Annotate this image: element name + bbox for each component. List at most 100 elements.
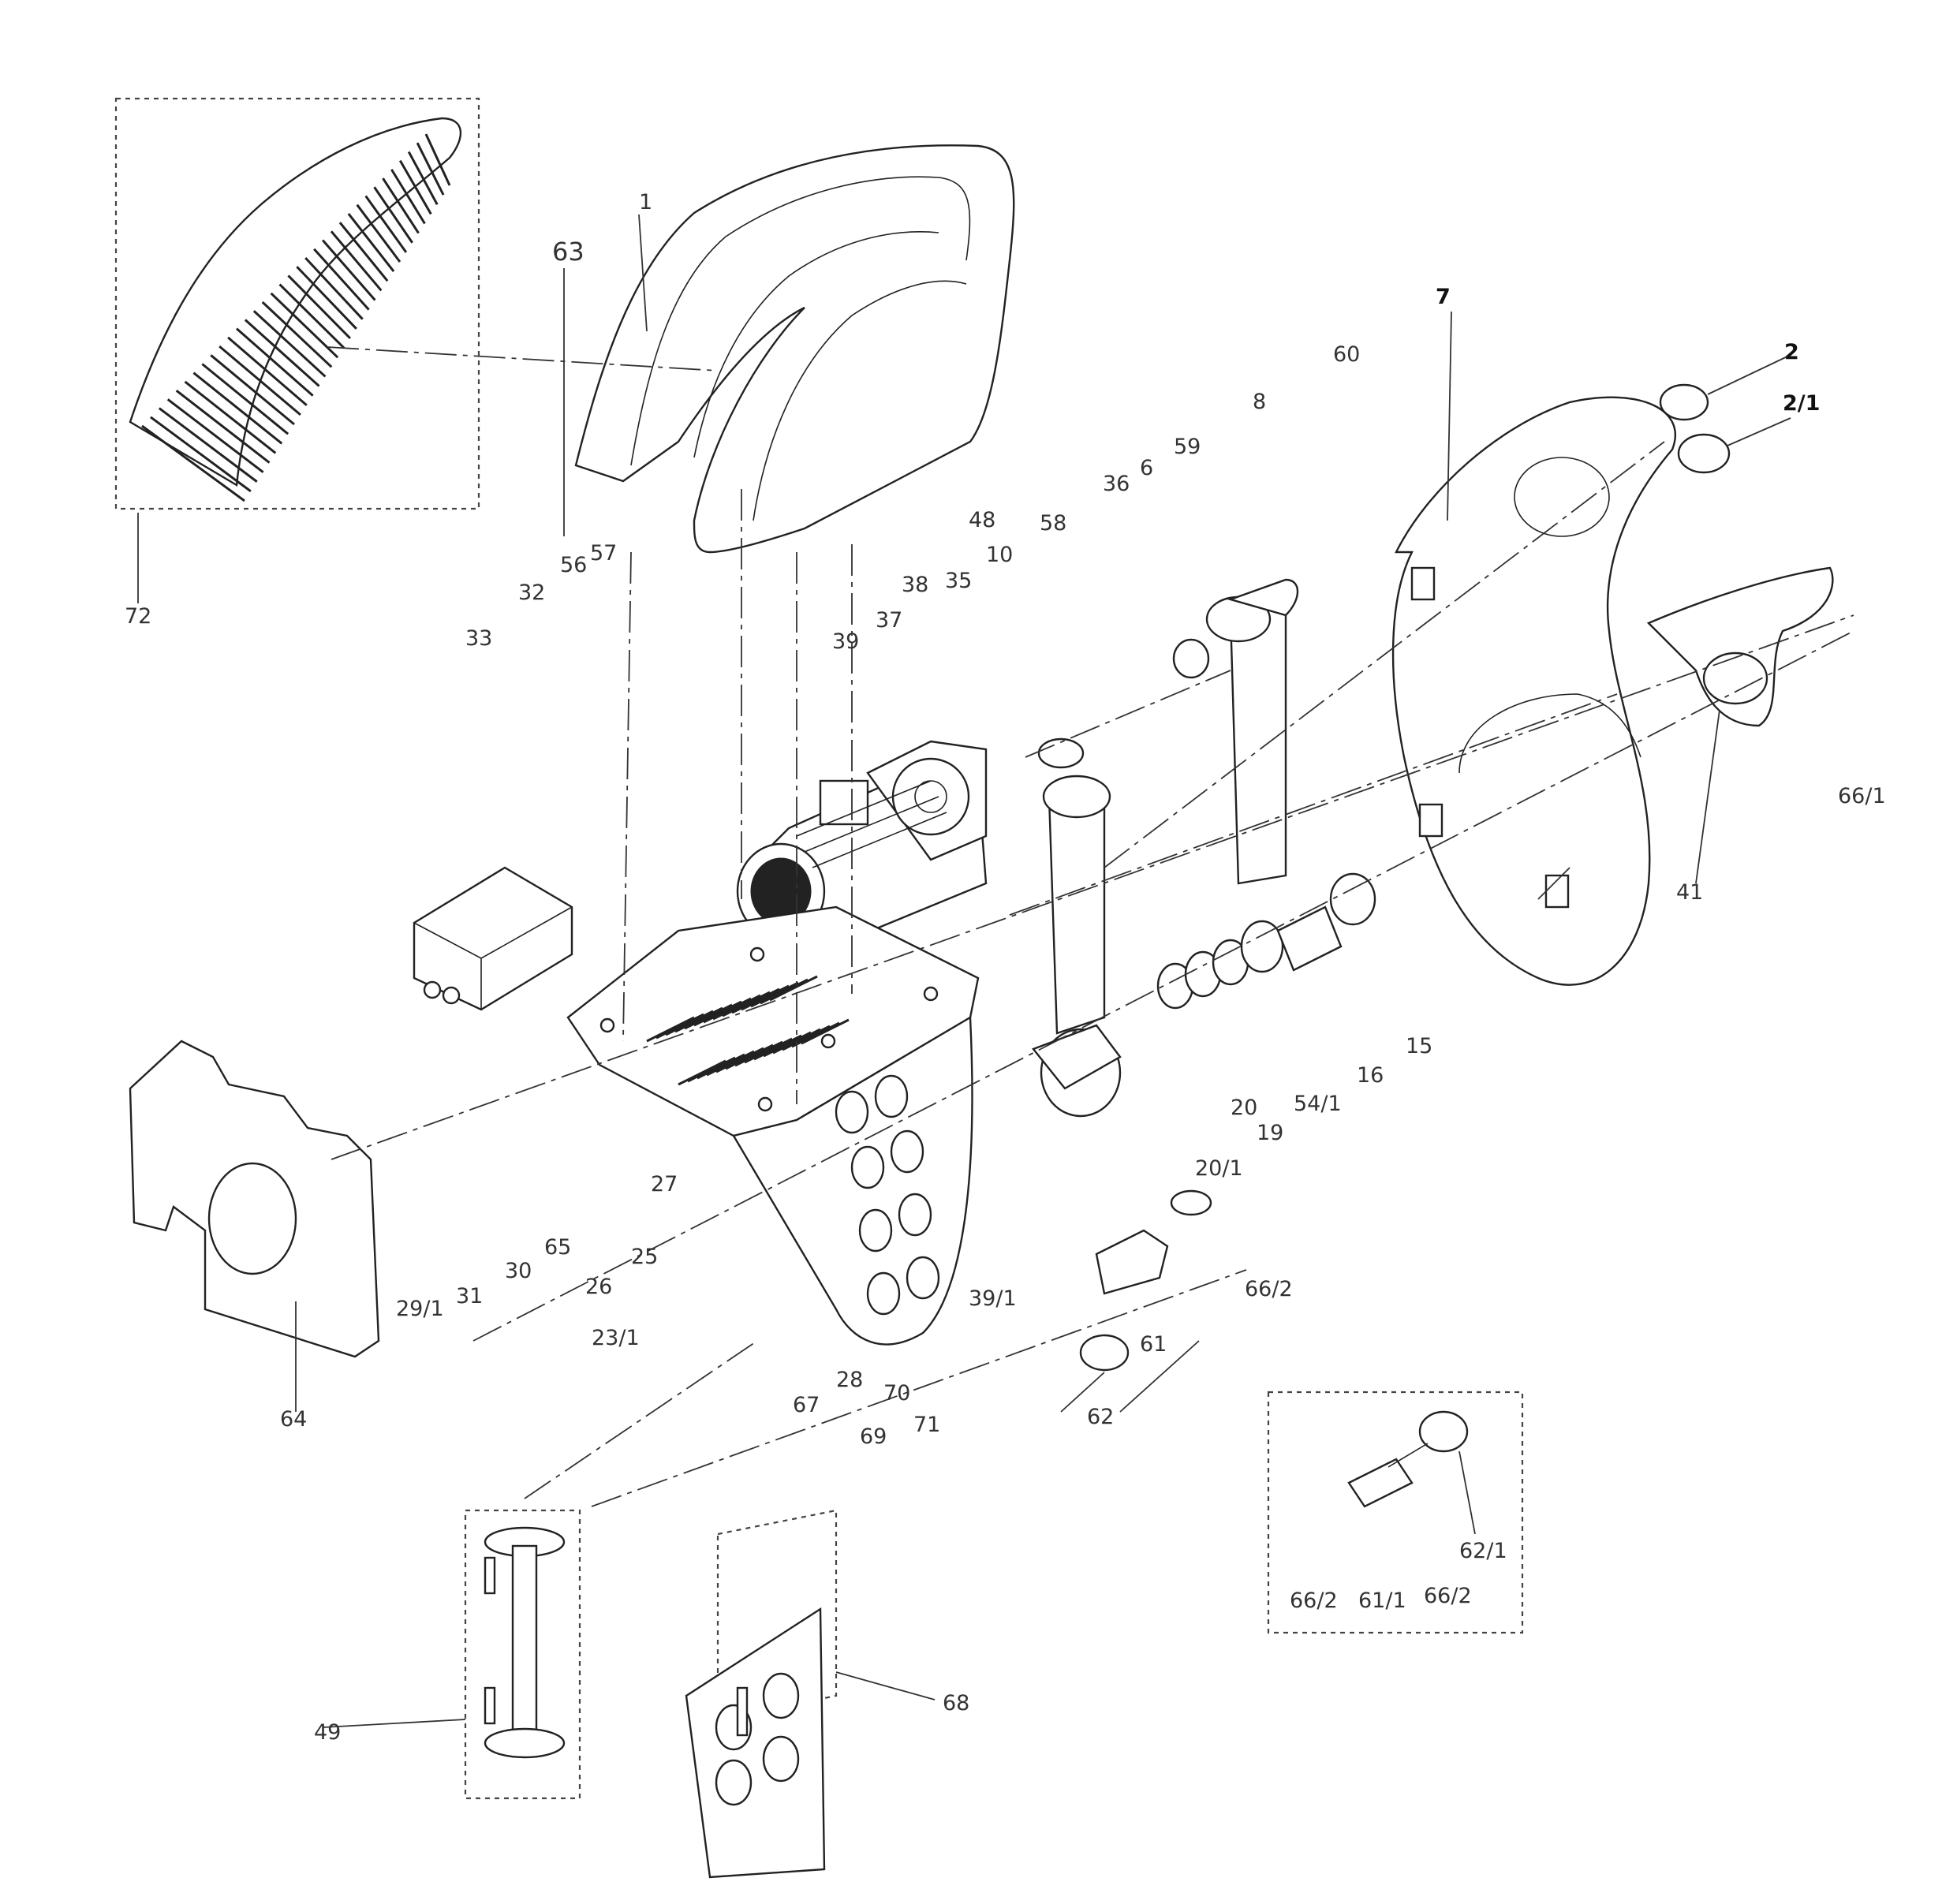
label-57: 57 bbox=[590, 541, 617, 566]
label-70: 70 bbox=[883, 1381, 910, 1406]
hatch-line bbox=[244, 319, 320, 387]
skirt-hole bbox=[850, 1145, 885, 1189]
leader-line bbox=[323, 1719, 466, 1728]
vent-line bbox=[763, 1031, 812, 1058]
label-60: 60 bbox=[1333, 342, 1360, 367]
vent-line bbox=[734, 1040, 783, 1067]
leader-line bbox=[835, 1671, 936, 1701]
hatch-line bbox=[356, 203, 401, 263]
label-30: 30 bbox=[505, 1259, 532, 1283]
hatch-line bbox=[338, 222, 389, 282]
vent-line bbox=[655, 1013, 704, 1040]
label-33: 33 bbox=[465, 626, 492, 651]
leader-line bbox=[1695, 709, 1720, 884]
skirt-hole bbox=[835, 1090, 869, 1134]
label-27: 27 bbox=[651, 1172, 678, 1197]
vent-line bbox=[712, 994, 761, 1021]
hatch-line bbox=[201, 363, 289, 435]
label-58: 58 bbox=[1040, 511, 1066, 536]
seat-cover bbox=[327, 144, 1015, 554]
label-19: 19 bbox=[1257, 1121, 1283, 1145]
skirt-hole bbox=[898, 1193, 932, 1237]
alignment-line bbox=[1009, 693, 1618, 916]
hatch-line bbox=[166, 398, 264, 473]
hatch-line bbox=[278, 283, 345, 349]
label-1: 1 bbox=[639, 190, 652, 215]
part-labels: 1 63 72 56 57 32 33 29/1 31 30 65 26 25 … bbox=[125, 190, 1886, 1745]
vent-line bbox=[674, 1006, 723, 1033]
alignment-line bbox=[472, 630, 1854, 1342]
vent-line bbox=[697, 1053, 745, 1080]
label-32: 32 bbox=[518, 581, 545, 605]
label-67: 67 bbox=[793, 1393, 820, 1417]
hatch-line bbox=[287, 274, 352, 339]
detail-box-72 bbox=[114, 97, 480, 510]
vent-line bbox=[703, 997, 752, 1024]
label-38: 38 bbox=[902, 573, 928, 597]
detail-box-49 bbox=[464, 1509, 581, 1800]
end-cap bbox=[129, 1040, 380, 1358]
leader-line bbox=[638, 214, 648, 332]
vent-line bbox=[665, 1010, 714, 1036]
label-26: 26 bbox=[585, 1275, 612, 1299]
hatch-line bbox=[175, 389, 271, 464]
label-65: 65 bbox=[544, 1235, 571, 1260]
skirt-hole bbox=[890, 1129, 924, 1174]
hatch-line bbox=[236, 327, 314, 397]
label-56: 56 bbox=[560, 553, 587, 577]
hatch-line bbox=[313, 248, 370, 311]
cushion-hatching bbox=[141, 133, 451, 502]
label-20-1: 20/1 bbox=[1195, 1156, 1243, 1181]
vent-line bbox=[782, 1025, 831, 1051]
label-69: 69 bbox=[860, 1424, 887, 1449]
label-7: 7 bbox=[1436, 285, 1451, 309]
vent-line bbox=[750, 981, 799, 1008]
leader-line bbox=[1119, 1340, 1200, 1413]
mount-hole bbox=[599, 1017, 615, 1033]
hatch-line bbox=[382, 177, 420, 234]
alignment-line bbox=[1025, 670, 1231, 758]
detail-box-68 bbox=[685, 1509, 838, 1879]
leader-line bbox=[1458, 1450, 1476, 1535]
vent-line bbox=[801, 1018, 850, 1045]
part-61-62 bbox=[1079, 1189, 1212, 1372]
hatch-line bbox=[390, 169, 426, 225]
leader-line bbox=[1447, 311, 1452, 521]
hatch-line bbox=[184, 380, 277, 454]
label-62-1: 62/1 bbox=[1459, 1539, 1507, 1563]
label-66-2-detail-right: 66/2 bbox=[1424, 1584, 1472, 1608]
skirt-hole bbox=[906, 1256, 940, 1300]
hatch-line bbox=[347, 212, 395, 273]
control-box bbox=[413, 866, 573, 1011]
label-23-1: 23/1 bbox=[592, 1326, 640, 1350]
vent-line bbox=[731, 987, 780, 1014]
label-29-1: 29/1 bbox=[396, 1297, 444, 1321]
jet-fittings bbox=[1659, 354, 1791, 474]
vent-line bbox=[791, 1021, 840, 1048]
hatch-line bbox=[270, 292, 339, 359]
hatch-line bbox=[210, 354, 295, 426]
vent-line bbox=[706, 1050, 755, 1077]
label-36: 36 bbox=[1103, 472, 1130, 496]
detail-box-62-1 bbox=[1267, 1391, 1524, 1634]
label-61-1: 61/1 bbox=[1358, 1589, 1406, 1613]
hatch-line bbox=[252, 310, 327, 378]
hatch-line bbox=[296, 266, 357, 330]
label-2-1: 2/1 bbox=[1783, 391, 1820, 416]
label-15: 15 bbox=[1406, 1034, 1432, 1058]
alignment-lines bbox=[331, 441, 1854, 1507]
vent-line bbox=[725, 1043, 774, 1070]
vent-line bbox=[769, 975, 818, 1002]
label-61: 61 bbox=[1140, 1332, 1167, 1357]
label-6: 6 bbox=[1140, 456, 1153, 480]
hatch-line bbox=[373, 186, 413, 244]
label-8: 8 bbox=[1253, 390, 1266, 414]
vent-line bbox=[684, 1003, 733, 1030]
leader-lines bbox=[137, 214, 1720, 1728]
mount-hole bbox=[923, 986, 939, 1002]
hatch-line bbox=[364, 195, 408, 253]
mount-hole bbox=[820, 1033, 836, 1049]
vent-line bbox=[744, 1037, 793, 1064]
hatch-line bbox=[141, 424, 245, 502]
